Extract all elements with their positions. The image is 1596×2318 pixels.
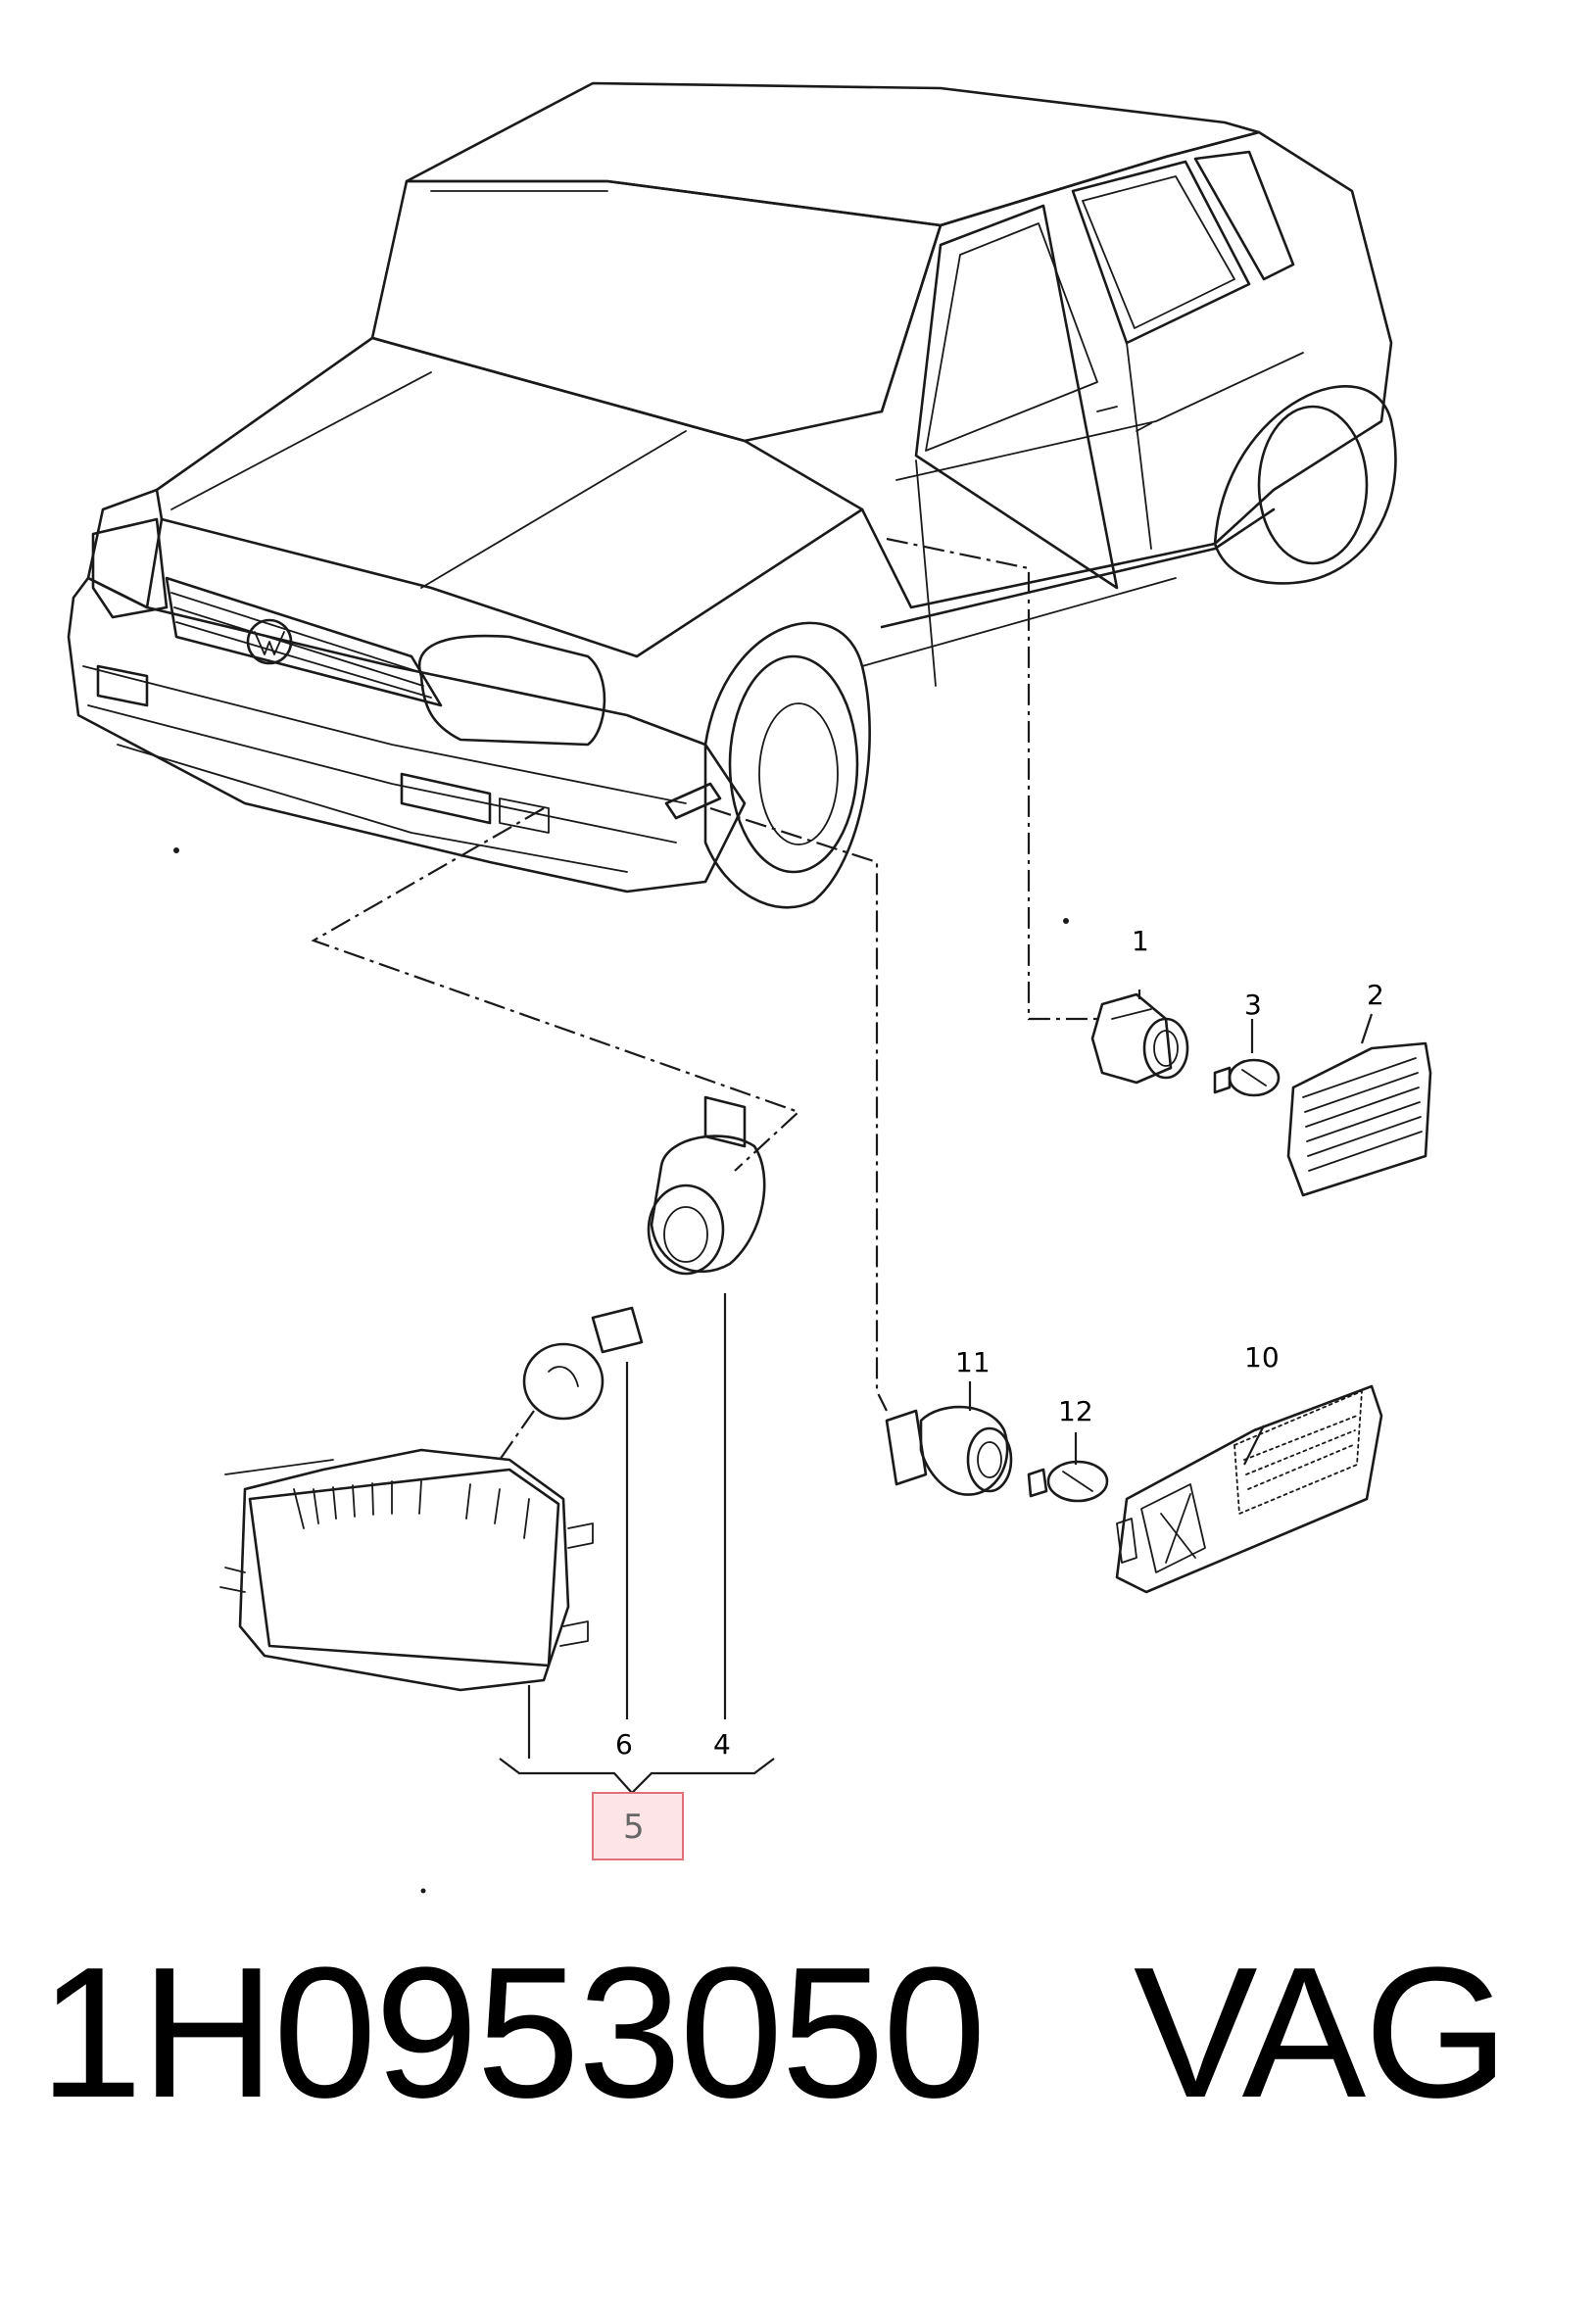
callout-5: 5 <box>623 1808 645 1847</box>
fog-lamp-assembly <box>219 1448 594 1692</box>
indicator-lens-10 <box>1115 1384 1383 1594</box>
callout-labels: 1 3 2 11 12 10 6 4 <box>615 925 1384 1761</box>
callout-3: 3 <box>1244 989 1262 1021</box>
callout-2: 2 <box>1367 979 1384 1011</box>
highlight-box <box>592 1792 684 1860</box>
side-marker-lens-2 <box>1286 1041 1432 1197</box>
highlighted-callout-5: 5 <box>592 1792 684 1860</box>
indicator-socket-11 <box>885 1405 1013 1496</box>
part-number: 1H0953050 <box>39 1929 987 2137</box>
callout-11: 11 <box>955 1346 991 1378</box>
brand-name: VAG <box>1133 1929 1509 2137</box>
callout-1: 1 <box>1132 925 1149 957</box>
part-number-line: 1H0953050 VAG <box>39 1940 1509 2126</box>
fog-lamp-socket-4 <box>647 1095 766 1276</box>
bulb-3 <box>1213 1058 1281 1097</box>
callout-4: 4 <box>713 1728 731 1761</box>
leader-lines <box>311 537 1374 1795</box>
bulb-12 <box>1027 1460 1109 1503</box>
callout-12: 12 <box>1058 1395 1093 1427</box>
fog-bulb-6 <box>522 1306 644 1421</box>
bulb-holder-1 <box>1090 992 1189 1085</box>
callout-6: 6 <box>615 1728 633 1761</box>
callout-10: 10 <box>1244 1341 1280 1374</box>
car-illustration <box>67 81 1397 1894</box>
